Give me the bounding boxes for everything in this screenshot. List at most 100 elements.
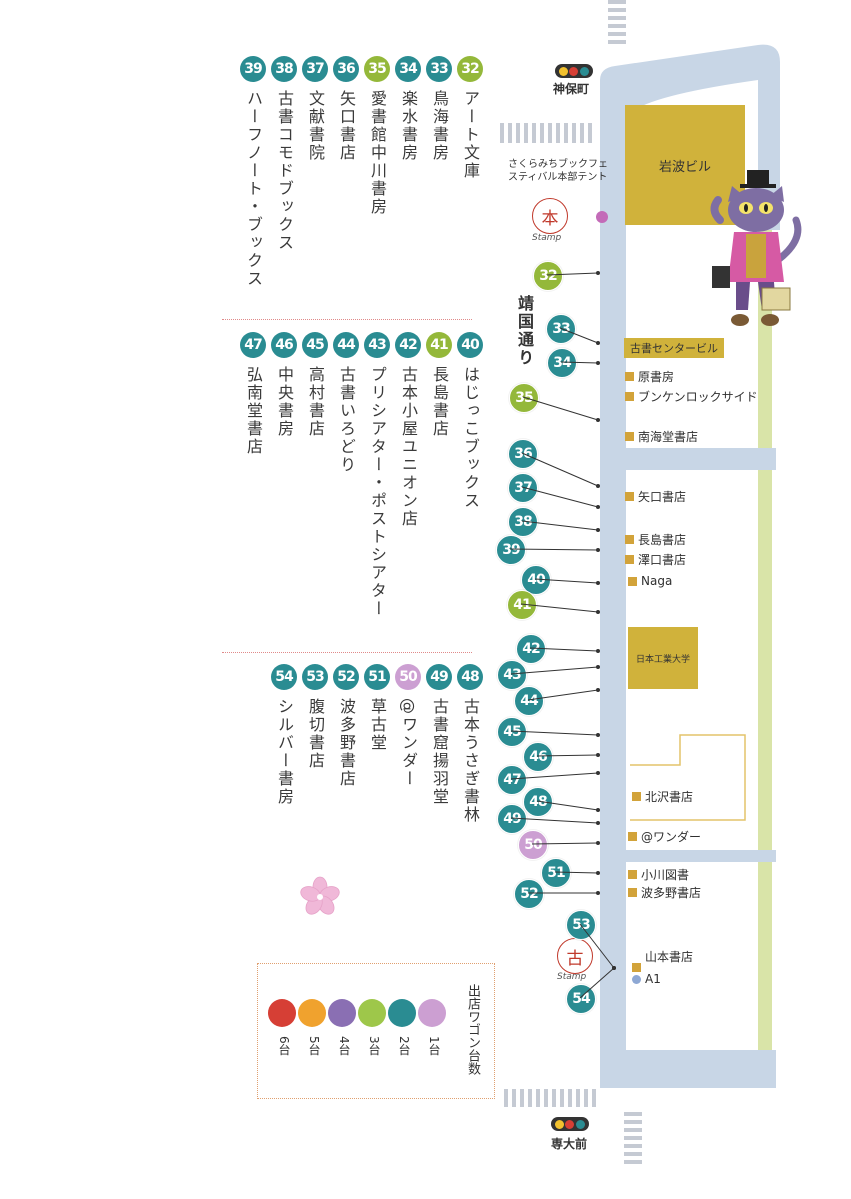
map-shop-label: 北沢書店	[645, 790, 694, 804]
leader-dot	[596, 548, 600, 552]
leader-dot	[612, 966, 616, 970]
shop-marker-icon	[625, 535, 634, 544]
shop-name: 波多野書店	[337, 698, 356, 788]
shop-name: はじっこブックス	[461, 366, 480, 510]
map-number-badge: 42	[516, 634, 546, 664]
crosswalk-top	[608, 0, 626, 44]
shop-name: 古本うさぎ書林	[461, 698, 480, 824]
map-shop: 澤口書店	[625, 551, 686, 568]
shop-name: 楽水書房	[399, 90, 418, 162]
map-shop-label: 澤口書店	[638, 553, 687, 567]
shop-marker-icon	[625, 492, 634, 501]
shop-number-badge: 39	[240, 56, 266, 82]
shop-marker-icon	[628, 870, 637, 879]
shop-number-badge: 34	[395, 56, 421, 82]
legend-count-label: 6台	[277, 1036, 291, 1056]
stamp-label: Stamp	[532, 233, 562, 243]
shop-name: 腹切書店	[306, 698, 325, 770]
legend-count-label: 1台	[427, 1036, 441, 1056]
stamp-ko: 古	[557, 938, 593, 974]
shop-list-item: 54 シルバー書房	[269, 664, 299, 806]
map-number-badge: 34	[547, 348, 577, 378]
legend-color-dot	[358, 999, 386, 1027]
hq-tent-label: さくらみちブックフェスティバル本部テント	[508, 159, 608, 183]
shop-list-item: 51 草古堂	[362, 664, 392, 752]
stamp-label: Stamp	[557, 972, 587, 982]
leader-line	[531, 842, 599, 845]
shop-name: 文献書院	[306, 90, 325, 162]
map-number-badge: 54	[566, 984, 596, 1014]
map-number-badge: 37	[508, 473, 538, 503]
leader-line	[536, 800, 599, 811]
shop-number-badge: 38	[271, 56, 297, 82]
shop-name: 草古堂	[368, 698, 387, 752]
shop-marker-icon	[628, 832, 637, 841]
leader-line	[529, 647, 599, 652]
leader-line	[579, 923, 615, 969]
map-number-badge: 39	[496, 535, 526, 565]
shop-name: 愛書館中川書房	[368, 90, 387, 216]
leader-dot	[596, 484, 600, 488]
leader-dot	[596, 891, 600, 895]
shop-name: 古書窟揚羽堂	[430, 698, 449, 806]
shop-list-item: 52 波多野書店	[331, 664, 361, 788]
shop-marker-icon	[632, 974, 641, 984]
shop-marker-icon	[625, 392, 634, 401]
map-number-badge: 47	[497, 765, 527, 795]
shop-number-badge: 54	[271, 664, 297, 690]
shop-name: 古書コモドブックス	[275, 90, 294, 252]
map-shop-label: 小川図書	[641, 868, 690, 882]
shop-number-badge: 35	[364, 56, 390, 82]
shop-list-item: 38 古書コモドブックス	[269, 56, 299, 252]
leader-dot	[596, 649, 600, 653]
kosho-center-building: 古書センタービル	[624, 338, 724, 358]
shop-number-badge: 52	[333, 664, 359, 690]
shop-number-badge: 50	[395, 664, 421, 690]
map-number-badge: 46	[523, 742, 553, 772]
leader-line	[546, 272, 599, 276]
iwanami-building: 岩波ビル	[625, 105, 745, 225]
shop-name: シルバー書房	[275, 698, 294, 806]
map-shop-label: Naga	[641, 574, 673, 588]
shop-name: 鳥海書房	[430, 90, 449, 162]
leader-dot	[596, 341, 600, 345]
map-number-badge: 38	[508, 507, 538, 537]
shop-list-item: 34 楽水書房	[393, 56, 423, 162]
map-shop: 山本書店	[632, 948, 693, 965]
map-shop-label: 南海堂書店	[638, 430, 699, 444]
shop-marker-icon	[625, 555, 634, 564]
map-number-badge: 51	[541, 858, 571, 888]
shop-name: 古本小屋ユニオン店	[399, 366, 418, 528]
leader-line	[510, 772, 599, 780]
shop-name: @ワンダー	[399, 698, 418, 788]
shop-marker-icon	[632, 963, 641, 972]
legend-count-label: 2台	[397, 1036, 411, 1056]
leader-dot	[596, 505, 600, 509]
shop-list-item: 50 @ワンダー	[393, 664, 423, 788]
shop-number-badge: 47	[240, 332, 266, 358]
leader-line	[510, 666, 599, 675]
legend-color-dot	[298, 999, 326, 1027]
shop-list-item: 35 愛書館中川書房	[362, 56, 392, 216]
shop-number-badge: 51	[364, 664, 390, 690]
shop-name: プリシアター・ポストシアター	[368, 366, 387, 618]
map-shop: 北沢書店	[632, 788, 693, 805]
map-shop-label: 長島書店	[638, 533, 687, 547]
shop-list-item: 41 長島書店	[424, 332, 454, 438]
map-shop: A1	[632, 972, 661, 986]
leader-line	[521, 452, 599, 487]
shop-name: 長島書店	[430, 366, 449, 438]
section-divider	[222, 652, 472, 653]
leader-dot	[596, 841, 600, 845]
map-number-badge: 36	[508, 439, 538, 469]
map-shop-label: 波多野書店	[641, 886, 702, 900]
shop-number-badge: 41	[426, 332, 452, 358]
legend-color-dot	[268, 999, 296, 1027]
